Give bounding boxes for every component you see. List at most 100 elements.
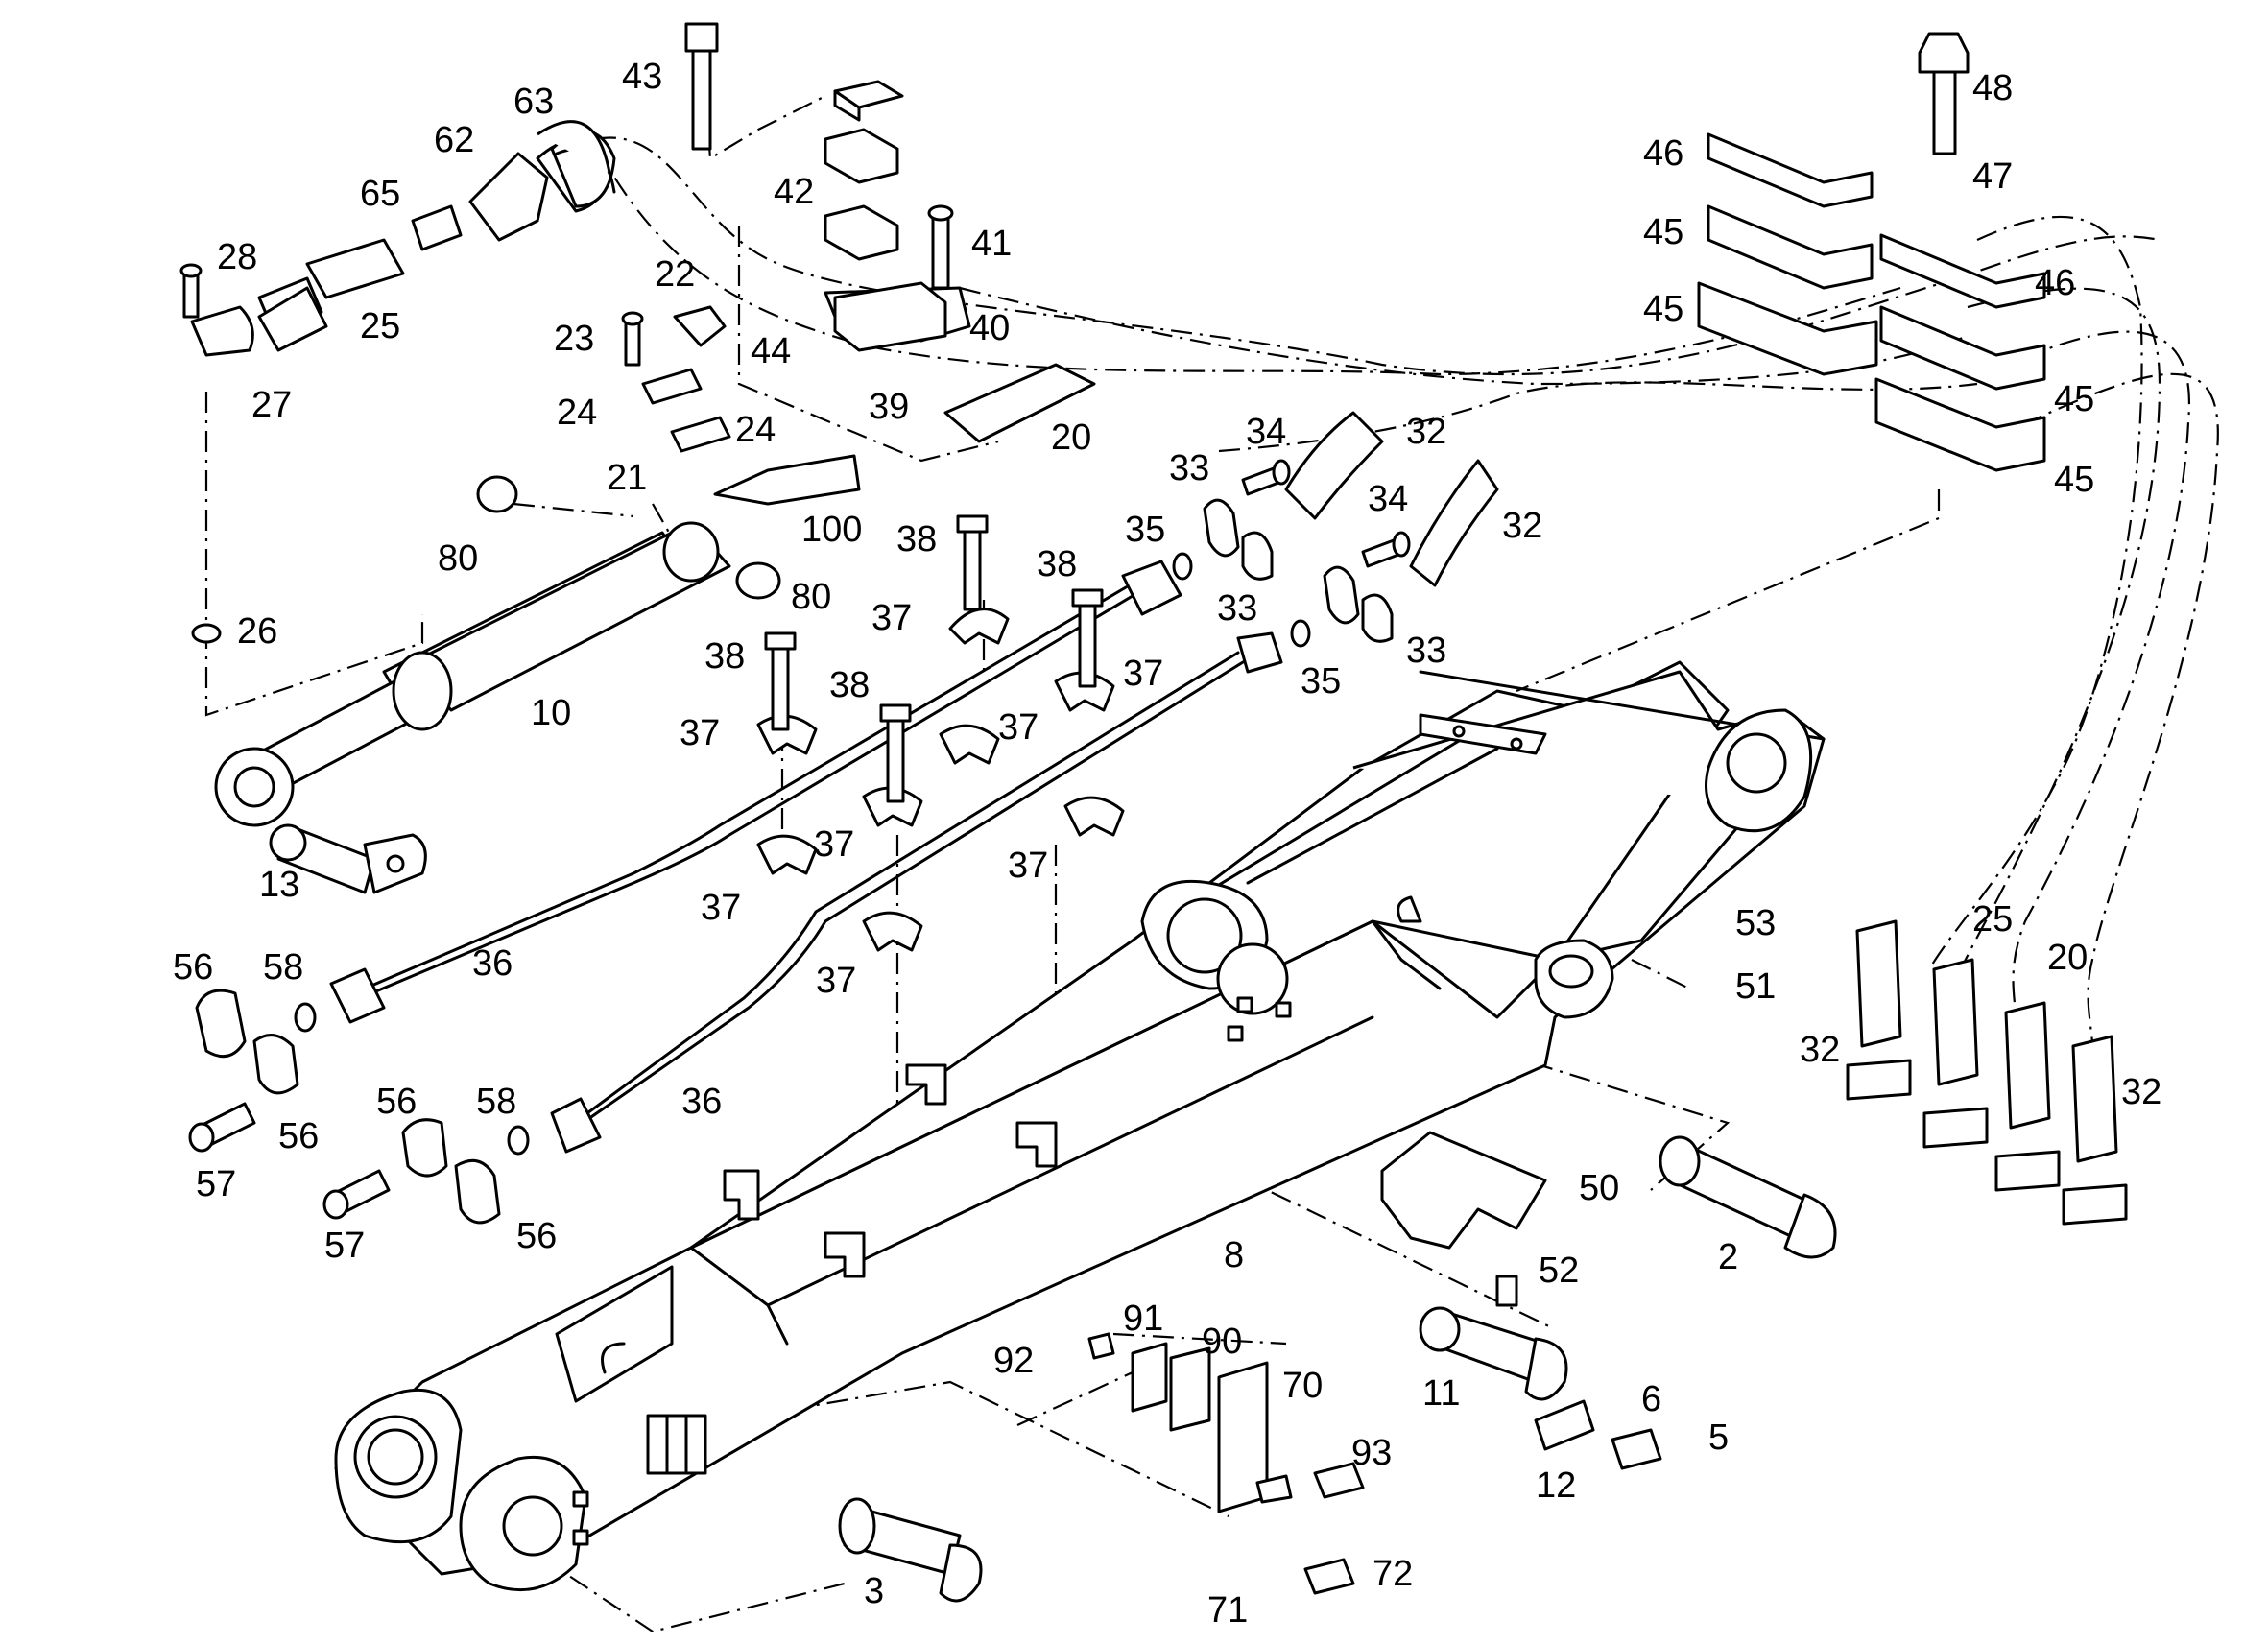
callout-91: 91 [1123,1299,1163,1339]
callout-10: 10 [531,693,571,733]
callout-2: 2 [1718,1237,1738,1277]
callout-24a: 24 [557,393,597,433]
callout-11: 11 [1422,1373,1460,1414]
callout-35b: 35 [1301,661,1341,702]
callout-25a: 25 [360,306,400,346]
washer-80-b [735,561,781,600]
callout-93: 93 [1351,1433,1392,1473]
callout-33a: 33 [1169,448,1209,488]
callout-20b: 20 [2047,938,2088,978]
callout-71: 71 [1207,1590,1248,1631]
callout-48: 48 [1972,68,2013,108]
callout-46a: 46 [1643,133,1683,174]
bolts-38 [764,514,1104,803]
pin-13 [269,823,427,894]
callout-26: 26 [237,611,277,652]
callout-63: 63 [513,82,554,122]
callout-38a: 38 [896,519,937,560]
callout-45c: 45 [2054,379,2094,419]
callout-36a: 36 [472,943,513,984]
callout-32c: 32 [1800,1030,1840,1070]
callout-80a: 80 [438,538,478,579]
callout-37a: 37 [871,598,912,638]
lower-parts [838,1131,1837,1603]
callout-25b: 25 [1972,899,2013,940]
callout-57b: 57 [324,1226,365,1266]
boom-arm [334,660,1826,1592]
callout-45a: 45 [1643,212,1683,252]
callout-56b: 56 [278,1116,319,1156]
callout-20a: 20 [1051,417,1091,458]
screws [179,22,1970,1220]
callout-37f: 37 [1008,846,1048,886]
callout-38d: 38 [829,665,870,705]
callout-92: 92 [993,1341,1034,1381]
callout-8: 8 [1224,1235,1244,1275]
callout-24b: 24 [735,410,776,450]
callout-52: 52 [1539,1251,1579,1291]
callout-58b: 58 [476,1082,516,1122]
hydraulic-cylinder [214,521,731,827]
callout-21: 21 [607,458,647,498]
clamp-halves-37 [756,608,1125,952]
callout-80b: 80 [791,577,831,617]
callout-100: 100 [801,510,862,550]
callout-labels: 43 63 62 65 28 25 27 42 41 22 23 44 40 3… [173,57,2161,1631]
callout-27: 27 [251,385,292,425]
callout-43: 43 [622,57,662,97]
callout-38c: 38 [704,636,745,677]
callout-28: 28 [217,237,257,277]
boom-clip-brackets [723,1063,1058,1278]
callout-32d: 32 [2121,1072,2161,1112]
callout-34b: 34 [1368,479,1408,519]
flange-halves [195,498,1394,1225]
callout-6: 6 [1641,1379,1661,1419]
callout-3: 3 [864,1571,884,1611]
callout-22: 22 [655,254,695,295]
washer-80-a [476,475,518,513]
callout-12: 12 [1536,1465,1576,1506]
callout-72: 72 [1373,1554,1413,1594]
callout-70: 70 [1282,1366,1323,1406]
hose-ends [1846,919,2128,1226]
callout-44: 44 [751,331,791,371]
callout-56c: 56 [376,1082,417,1122]
callout-37e: 37 [814,824,854,865]
callout-41: 41 [971,224,1012,264]
callout-90: 90 [1202,1322,1242,1362]
callout-40: 40 [969,308,1010,348]
callout-5: 5 [1708,1418,1729,1458]
callout-50: 50 [1579,1168,1619,1208]
callout-37d: 37 [680,713,720,753]
callout-32a: 32 [1406,412,1446,452]
callout-56d: 56 [516,1216,557,1256]
callout-46b: 46 [2035,263,2075,303]
callout-37h: 37 [816,961,856,1001]
callout-37g: 37 [701,888,741,928]
callout-39: 39 [869,387,909,427]
callout-62: 62 [434,120,474,160]
callout-51: 51 [1735,966,1776,1007]
callout-33c: 33 [1406,631,1446,671]
callout-38b: 38 [1037,544,1077,584]
callout-42: 42 [774,172,814,212]
callout-56a: 56 [173,947,213,988]
callout-33b: 33 [1217,588,1257,629]
callout-37b: 37 [1123,654,1163,694]
callout-34a: 34 [1246,412,1286,452]
pipes-36 [329,560,1283,1154]
oring-26 [191,623,222,644]
callout-47: 47 [1972,156,2013,197]
callout-58a: 58 [263,947,303,988]
callout-23: 23 [554,319,594,359]
callout-45b: 45 [1643,289,1683,329]
plates-and-fittings [190,138,1499,587]
callout-32b: 32 [1502,506,1542,546]
callout-37c: 37 [998,707,1039,748]
callout-35a: 35 [1125,510,1165,550]
callout-53: 53 [1735,903,1776,943]
callout-65: 65 [360,174,400,214]
top-left-hoses [257,120,616,352]
callout-36b: 36 [681,1082,722,1122]
